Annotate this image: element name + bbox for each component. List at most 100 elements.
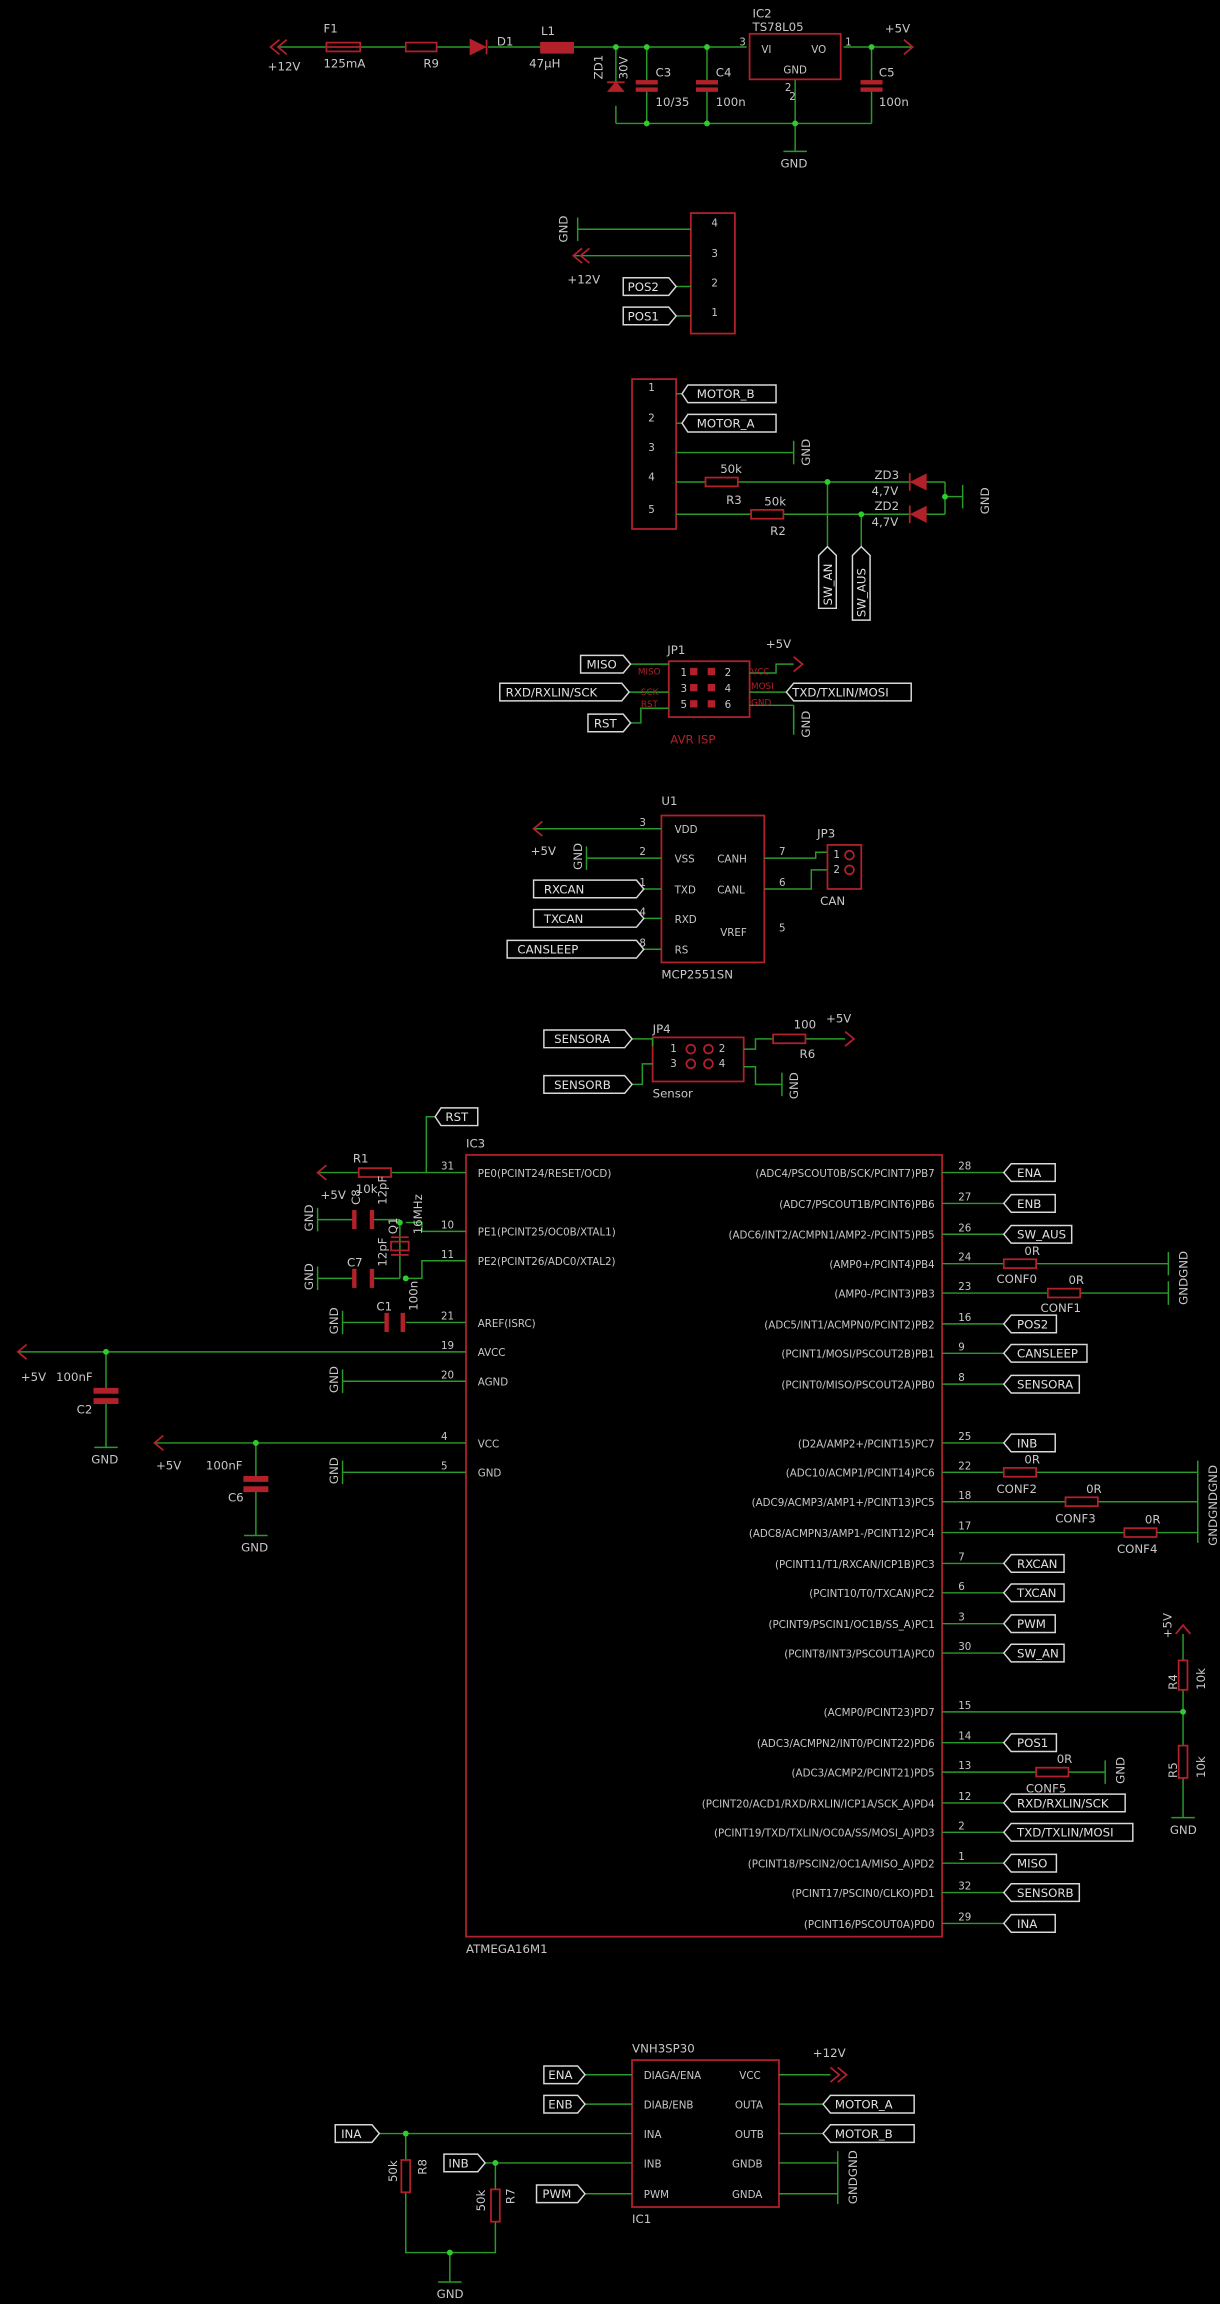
pin-rxd: RXD <box>675 914 697 926</box>
pin-canh: CANH <box>717 854 747 866</box>
pin-name: (ADC4/PSCOUT0B/SCK/PCINT7)PB7 <box>755 1168 934 1180</box>
c8-value: 12pF <box>376 1175 390 1204</box>
pin-name: (PCINT8/INT3/PSCOUT1A)PC0 <box>784 1648 935 1660</box>
pin-number: 1 <box>958 1851 965 1863</box>
gnd-label: GND <box>327 1457 341 1484</box>
net-miso: MISO <box>586 658 616 672</box>
r2-value: 50k <box>764 494 786 508</box>
r2-label: R2 <box>770 524 786 538</box>
conf0-value: 0R <box>1024 1244 1040 1258</box>
v5-label: +5V <box>826 1012 851 1026</box>
v12-label: +12V <box>813 2046 846 2060</box>
sensor-header: JP4 Sensor SENSORA SENSORB 100 R6 +5V GN… <box>543 1012 856 1101</box>
pin-number: 15 <box>958 1700 971 1712</box>
connector-position: GND +12V POS2 POS1 4 3 2 1 <box>556 212 736 335</box>
pin-name: PE1(PCINT25/OC0B/XTAL1) <box>478 1227 616 1239</box>
pin-name: (ADC6/INT2/ACMPN1/AMP2-/PCINT5)PB5 <box>729 1230 935 1242</box>
ic2-pin2: 2 <box>785 82 792 94</box>
net-inb: INB <box>448 2156 468 2170</box>
net-rxcan: RXCAN <box>544 882 584 896</box>
driver-part: VNH3SP30 <box>632 2042 695 2056</box>
avr-isp-header: JP1 AVR ISP MISO RXD/RXLIN/SCK RST TXD/T… <box>499 637 912 747</box>
pin-name: GND <box>478 1468 502 1480</box>
conf3-value: 0R <box>1086 1482 1102 1496</box>
q1-value: 16MHz <box>411 1194 425 1234</box>
d1-label: D1 <box>497 35 514 49</box>
conf4-value: 0R <box>1145 1513 1161 1527</box>
net-label: ENB <box>1017 1197 1041 1211</box>
net-ena: ENA <box>548 2068 572 2082</box>
pin-name: (ADC5/INT1/ACMPN0/PCINT2)PB2 <box>764 1319 934 1331</box>
net-label: TXD/TXLIN/MOSI <box>1016 1826 1114 1840</box>
pin-5: 5 <box>681 699 688 711</box>
net-label: SENSORA <box>1017 1378 1073 1392</box>
net-pos2: POS2 <box>628 280 659 294</box>
power-supply: +12V F1 125mA R9 D1 L1 47µH ZD1 30V C3 1… <box>268 7 915 171</box>
net-motor-a: MOTOR_A <box>835 2098 893 2112</box>
pin-num-4: 4 <box>639 906 646 918</box>
net-label: INB <box>1017 1436 1037 1450</box>
isp-name: AVR ISP <box>670 733 715 747</box>
pin-diaga: DIAGA/ENA <box>644 2070 701 2082</box>
gndgnd-label: GNDGND <box>1176 1251 1190 1305</box>
conf2-value: 0R <box>1024 1453 1040 1467</box>
c4-label: C4 <box>716 65 732 79</box>
pin-name: (ADC7/PSCOUT1B/PCINT6)PB6 <box>779 1199 935 1211</box>
pin-number: 19 <box>441 1340 454 1352</box>
pin-name: (PCINT9/PSCIN1/OC1B/SS_A)PC1 <box>768 1619 934 1631</box>
ic3-label: IC3 <box>466 1137 485 1151</box>
pin-1: 1 <box>670 1043 677 1055</box>
net-label: SW_AUS <box>1017 1228 1066 1242</box>
net-label: SW_AN <box>1017 1646 1059 1660</box>
pin-number: 2 <box>958 1820 965 1832</box>
gndgnd-label: GNDGND <box>846 2150 860 2204</box>
pin-gnda: GNDA <box>732 2189 762 2201</box>
v5d-label: +5V <box>1160 1613 1174 1638</box>
r8-value: 50k <box>386 2160 400 2182</box>
r3-label: R3 <box>726 493 742 507</box>
c7-label: C7 <box>347 1256 363 1270</box>
pin-num-7: 7 <box>779 846 786 858</box>
pin-number: 22 <box>958 1460 971 1472</box>
net-enb: ENB <box>548 2098 572 2112</box>
pin-2: 2 <box>648 413 655 425</box>
r7-label: R7 <box>503 2188 517 2204</box>
pin-number: 24 <box>958 1252 971 1264</box>
v12-label: +12V <box>268 60 301 74</box>
pin-outa: OUTA <box>735 2100 763 2112</box>
gnd-label: GND <box>241 1541 268 1555</box>
net-txcan: TXCAN <box>543 912 583 926</box>
pin-num-8: 8 <box>639 937 646 949</box>
pin-6: 6 <box>725 699 732 711</box>
pin-4: 4 <box>725 683 732 695</box>
ic2-pin2b: 2 <box>789 91 796 103</box>
gnd-label: GND <box>1170 1823 1197 1837</box>
isp-lbl-miso: MISO <box>638 667 661 677</box>
c6-label: C6 <box>228 1491 244 1505</box>
pin-1: 1 <box>681 667 688 679</box>
net-label: RXCAN <box>1017 1557 1057 1571</box>
pin-name: (ADC3/ACMP2/PCINT21)PD5 <box>792 1767 935 1779</box>
conf0-label: CONF0 <box>996 1272 1036 1286</box>
net-motor-b: MOTOR_B <box>697 387 755 401</box>
pin-number: 3 <box>958 1612 965 1624</box>
l1-value: 47µH <box>529 57 560 71</box>
net-sensorb: SENSORB <box>554 1078 611 1092</box>
pin-4: 4 <box>648 471 655 483</box>
conf2-label: CONF2 <box>996 1482 1036 1496</box>
pin-num-1: 1 <box>639 877 646 889</box>
pin-name: (PCINT17/PSCIN0/CLKO)PD1 <box>792 1888 935 1900</box>
pin-number: 21 <box>441 1311 454 1323</box>
c2-value: 100nF <box>56 1370 93 1384</box>
net-label: RXD/RXLIN/SCK <box>1017 1796 1109 1810</box>
pin-number: 14 <box>958 1731 971 1743</box>
